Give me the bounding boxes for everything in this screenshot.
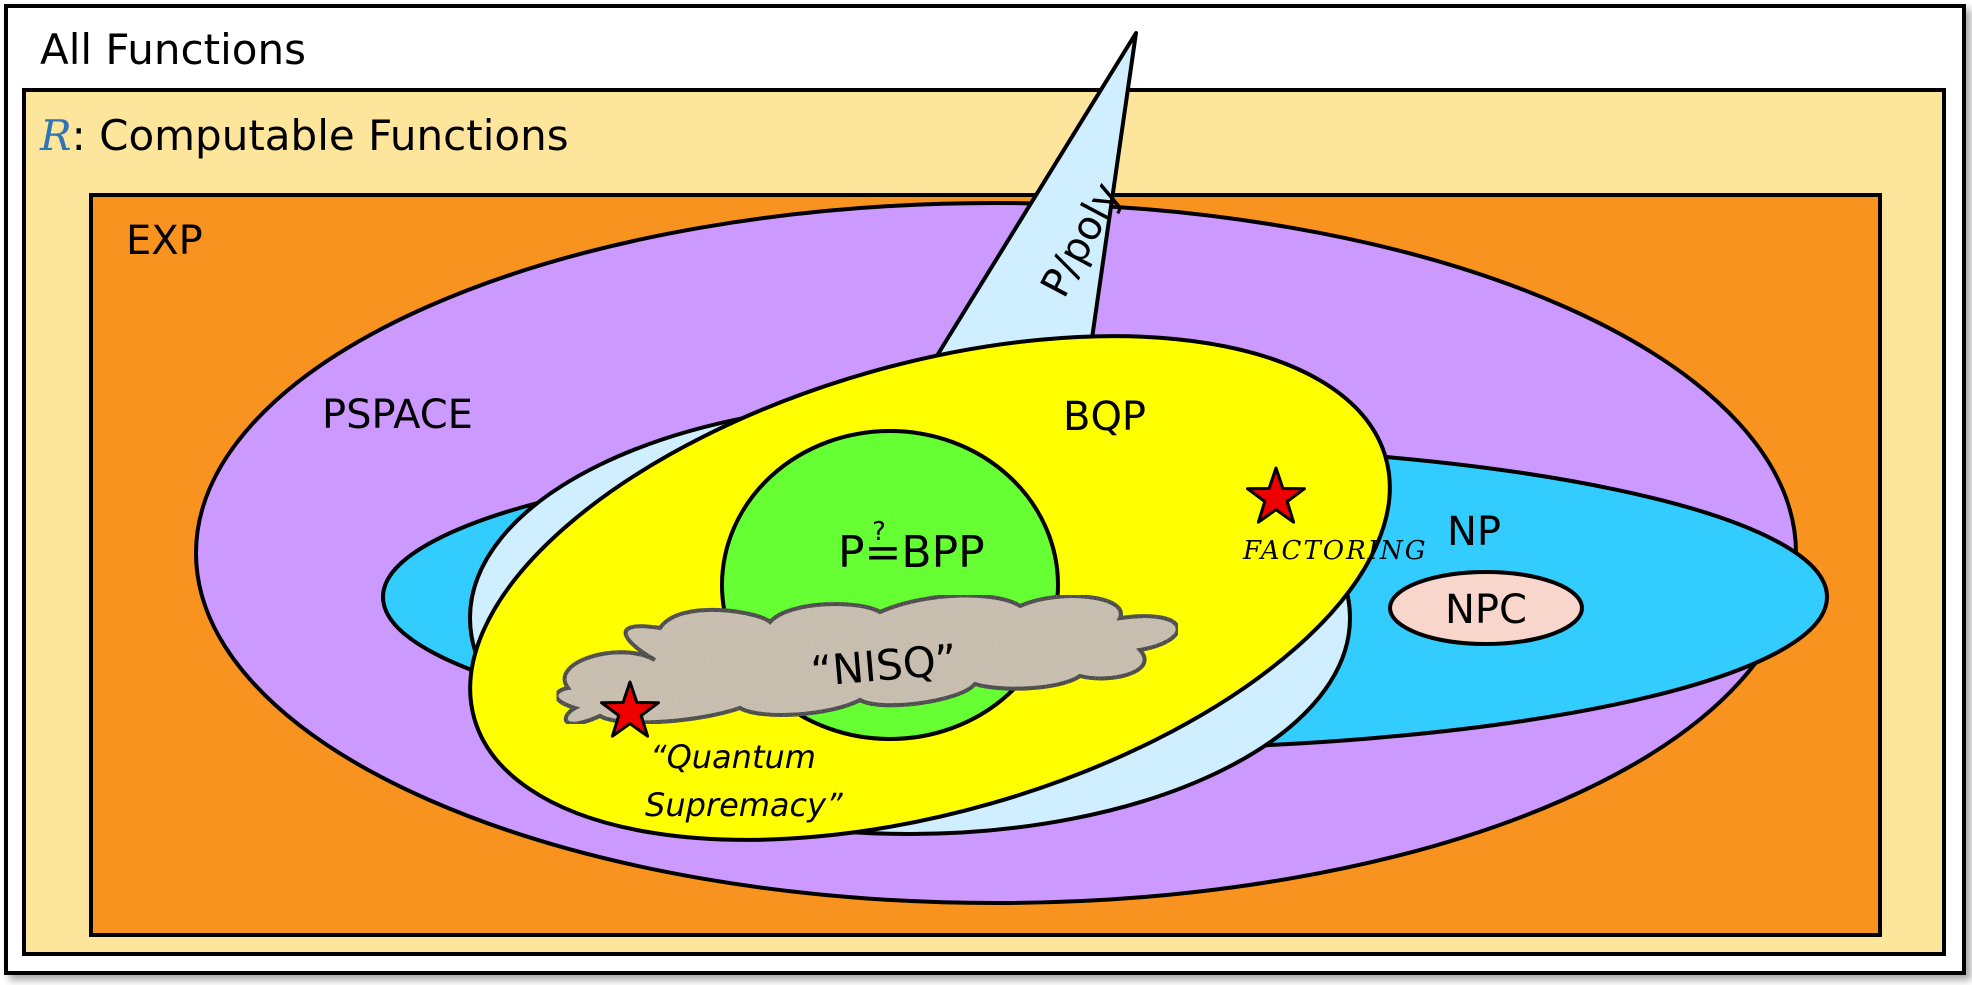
npc-ellipse	[1388, 570, 1584, 646]
quantum-supremacy-line2: Supremacy”	[645, 786, 843, 824]
bqp-label: BQP	[1063, 394, 1146, 440]
all-functions-label: All Functions	[40, 25, 306, 74]
quantum-supremacy-line1: “Quantum	[650, 738, 816, 776]
computable-text: : Computable Functions	[72, 111, 569, 160]
computable-label: R: Computable Functions	[39, 111, 569, 160]
factoring-star-icon	[1246, 466, 1306, 524]
p-bpp-label: P=BPP	[838, 527, 985, 578]
eq-question-mark: ?	[872, 517, 886, 547]
nisq-cloud	[554, 593, 1180, 726]
pspace-label: PSPACE	[322, 392, 473, 438]
bpp-text: BPP	[901, 527, 984, 578]
np-label: NP	[1447, 509, 1501, 555]
eq-sign: =	[865, 527, 902, 578]
quantum-supremacy-star-icon	[600, 680, 660, 738]
factoring-label: FACTORING	[1242, 536, 1427, 566]
p-text: P	[838, 527, 865, 578]
exp-label: EXP	[126, 218, 203, 264]
npc-label: NPC	[1445, 587, 1527, 633]
r-symbol: R	[39, 111, 72, 160]
